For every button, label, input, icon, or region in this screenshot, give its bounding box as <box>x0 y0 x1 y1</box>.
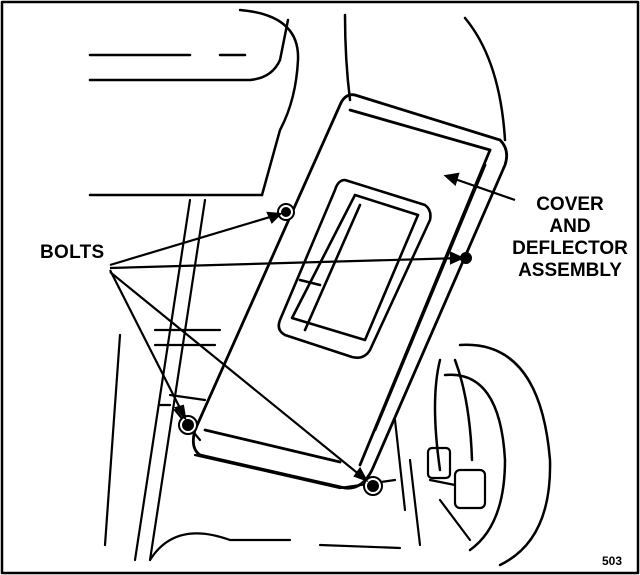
cover-label-line-1: COVER <box>536 194 604 215</box>
fender-outline <box>343 13 507 142</box>
lower-bracket <box>168 393 422 547</box>
bolts <box>178 203 472 496</box>
bolt-lower-left <box>178 415 198 435</box>
hub-hardware <box>426 446 487 542</box>
cover-label-line-3: DEFLECTOR <box>512 238 628 259</box>
bolts-leader-lines <box>109 211 465 483</box>
bolt-lower-right <box>363 476 383 496</box>
bolt-upper-left <box>277 203 295 221</box>
body-panel-lines <box>103 198 402 562</box>
deflector-slot <box>277 178 432 359</box>
figure-number: 503 <box>602 554 623 568</box>
cover-plate <box>191 93 509 490</box>
cover-leader-line <box>443 172 516 202</box>
cab-outline <box>88 8 300 197</box>
cover-deflector-label: COVER AND DEFLECTOR ASSEMBLY <box>500 194 640 282</box>
bolts-label: BOLTS <box>40 242 105 263</box>
cover-label-line-4: ASSEMBLY <box>518 260 622 281</box>
wheel <box>433 343 552 567</box>
cover-label-line-2: AND <box>549 216 591 237</box>
